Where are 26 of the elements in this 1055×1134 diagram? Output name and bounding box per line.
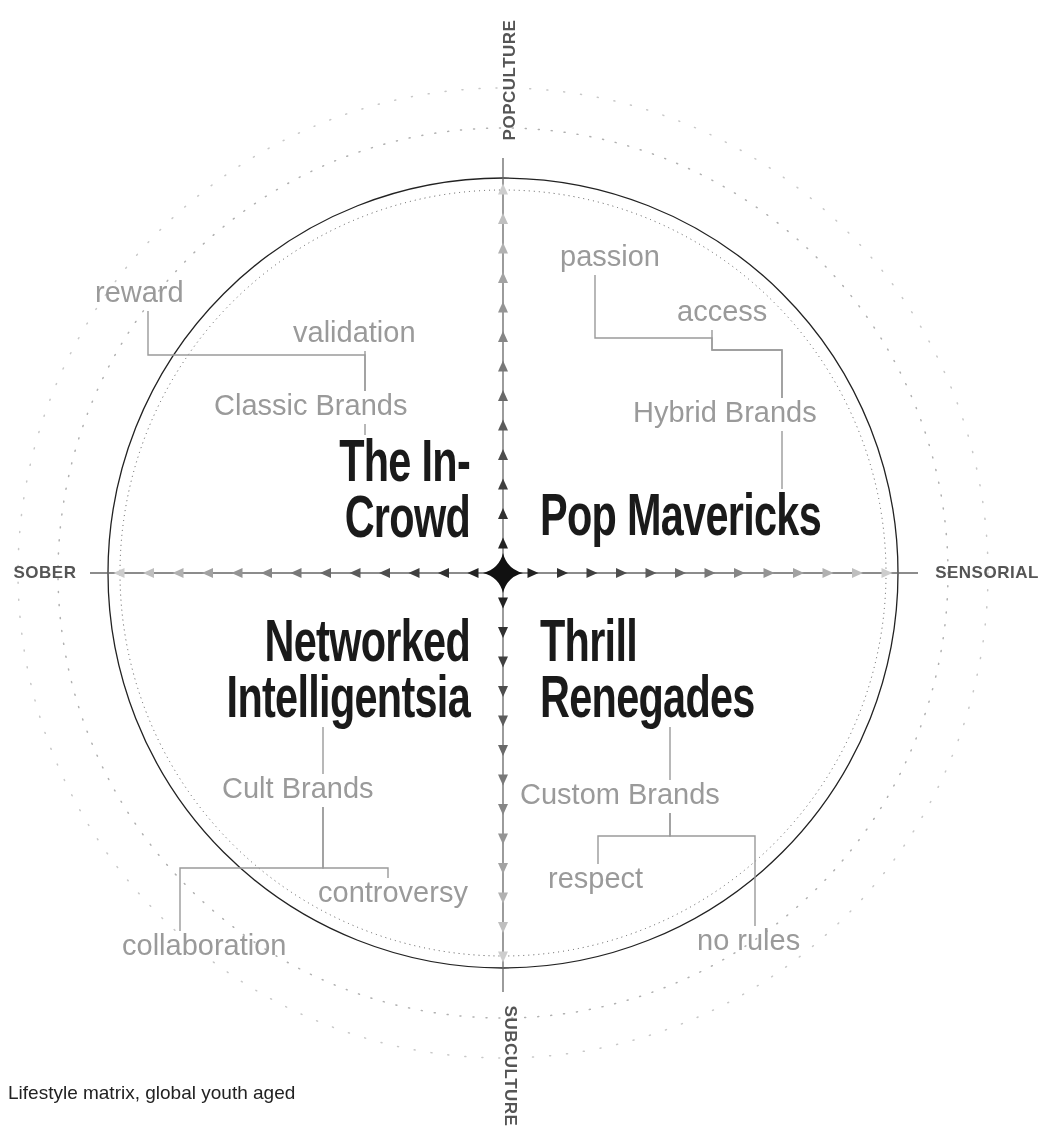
keyword-label: access bbox=[677, 295, 768, 328]
keyword-label: passion bbox=[560, 240, 660, 273]
keyword-label: Cult Brands bbox=[222, 772, 374, 805]
leader-line bbox=[669, 726, 671, 781]
keyword-label: no rules bbox=[697, 924, 801, 957]
axis-label: SOBER bbox=[13, 563, 77, 583]
leader-line bbox=[711, 329, 783, 399]
keyword-label: Hybrid Brands bbox=[633, 396, 817, 429]
leader-line bbox=[364, 350, 366, 392]
leader-line bbox=[322, 726, 324, 775]
leader-line bbox=[179, 806, 324, 932]
axis-label: SUBCULTURE bbox=[500, 1005, 520, 1127]
axis-label: POPCULTURE bbox=[500, 19, 520, 141]
quadrant-title: The In-Crowd bbox=[231, 433, 470, 545]
leader-line bbox=[364, 423, 366, 436]
keyword-label: Classic Brands bbox=[214, 389, 408, 422]
axis-label: SENSORIAL bbox=[935, 563, 1039, 583]
leader-line bbox=[669, 812, 756, 927]
keyword-label: collaboration bbox=[122, 929, 287, 962]
keyword-label: reward bbox=[95, 276, 184, 309]
caption: Lifestyle matrix, global youth aged bbox=[8, 1082, 296, 1104]
keyword-label: controversy bbox=[318, 876, 468, 909]
leader-line bbox=[781, 430, 783, 490]
keyword-label: respect bbox=[548, 862, 644, 895]
keyword-label: validation bbox=[293, 316, 416, 349]
keyword-label: Custom Brands bbox=[520, 778, 720, 811]
